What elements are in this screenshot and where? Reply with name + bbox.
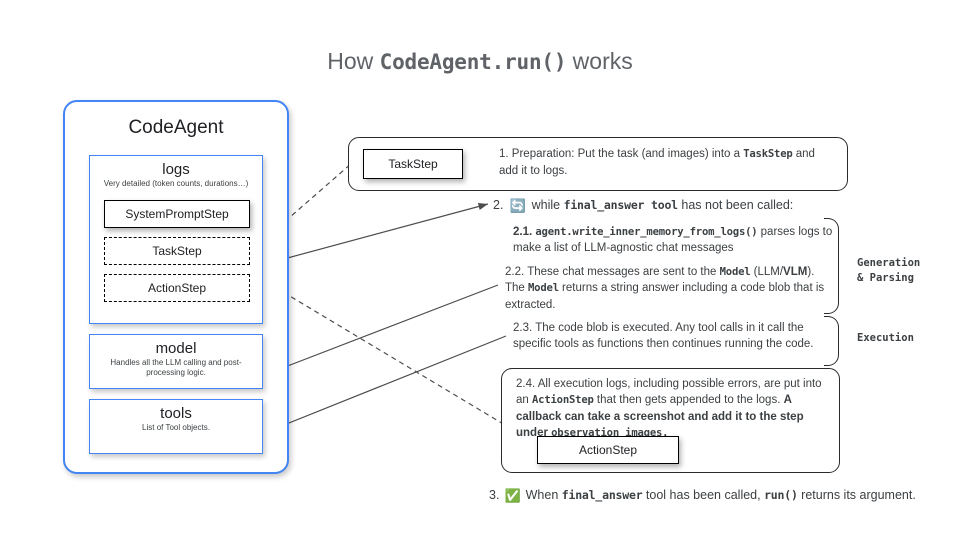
title-code: CodeAgent.run() (379, 50, 567, 74)
substep-2-4-number: 2.4. (516, 378, 536, 390)
label-generation-line1: Generation (857, 257, 921, 269)
model-subtitle: Handles all the LLM calling and post-pro… (110, 358, 242, 378)
substep-2-1-text: parses logs to make a list of LLM-agnost… (513, 226, 833, 255)
step-1-container: TaskStep 1. Preparation: Put the task (a… (348, 137, 848, 191)
step-2-text-part1: while (531, 198, 564, 212)
substep-2-2-text1: These chat messages are sent to the (527, 266, 720, 278)
step-1-number: 1. (499, 148, 509, 160)
taskstep-chip[interactable]: TaskStep (363, 149, 463, 179)
execution-bracket (824, 316, 839, 366)
log-entry-taskstep[interactable]: TaskStep (104, 237, 250, 265)
label-generation-line2: & Parsing (857, 272, 914, 285)
substep-2-4-text2: that then gets appended to the logs. (593, 394, 784, 407)
label-generation-parsing: Generation & Parsing (857, 256, 920, 286)
page-title: How CodeAgent.run() works (0, 48, 960, 75)
substep-2-1: 2.1. agent.write_inner_memory_from_logs(… (513, 224, 833, 257)
tools-box: tools List of Tool objects. (89, 399, 263, 454)
substep-2-2: 2.2. These chat messages are sent to the… (505, 264, 835, 313)
step-2-number: 2. (493, 198, 504, 212)
step-3-code-run: run() (764, 488, 798, 502)
step-3-code-final-answer: final_answer (561, 488, 643, 502)
step-3-number: 3. (489, 488, 500, 502)
step-1-text-part1: Preparation: Put the task (and images) i… (511, 148, 744, 160)
logs-title: logs (162, 161, 190, 178)
substep-2-1-code: agent.write_inner_memory_from_logs() (535, 226, 758, 238)
substep-2-4-text1: All execution logs, including possible e… (516, 378, 822, 407)
log-entry-actionstep[interactable]: ActionStep (104, 274, 250, 302)
substep-2-2-text2: (LLM/ (750, 266, 784, 278)
substep-2-2-bold-vlm: VLM (783, 266, 808, 278)
tools-title: tools (160, 405, 192, 422)
substep-2-2-code-model-1: Model (719, 266, 751, 278)
model-box: model Handles all the LLM calling and po… (89, 334, 263, 389)
log-entry-systempromptstep[interactable]: SystemPromptStep (104, 200, 250, 228)
loop-icon: 🔄 (509, 197, 526, 213)
substep-2-4-bold-callback: A callback can take a screenshot and add… (516, 394, 804, 439)
codeagent-panel: CodeAgent logs Very detailed (token coun… (63, 100, 289, 474)
logs-box: logs Very detailed (token counts, durati… (89, 155, 263, 324)
substep-2-4-text: 2.4. All execution logs, including possi… (516, 376, 828, 441)
substep-2-4-code-actionstep: ActionStep (532, 394, 594, 407)
label-execution: Execution (857, 332, 914, 344)
substep-2-2-text4: returns a string answer including a code… (505, 282, 825, 311)
substep-2-2-number: 2.2. (505, 266, 525, 278)
substep-2-3: 2.3. The code blob is executed. Any tool… (513, 320, 838, 353)
check-mark-icon: ✅ (504, 487, 521, 503)
substep-2-3-text: The code blob is executed. Any tool call… (513, 322, 814, 351)
step-3-text3: returns its argument. (797, 488, 916, 502)
substep-2-4-code-observation-images: observation_images. (551, 426, 669, 439)
step-3-text: When final_answer tool has been called, … (526, 488, 916, 502)
step-3-text2: tool has been called, (642, 488, 765, 502)
step-2-text: while final_answer tool has not been cal… (532, 198, 794, 212)
substep-2-2-text3: ). The (505, 266, 815, 295)
step-1-code-taskstep: TaskStep (743, 148, 793, 160)
title-prefix: How (327, 48, 380, 74)
substep-2-3-number: 2.3. (513, 322, 533, 334)
step-1-text: 1. Preparation: Put the task (and images… (499, 146, 835, 179)
step-3-text1: When (525, 488, 562, 502)
substep-2-1-number: 2.1. (513, 226, 533, 238)
model-title: model (155, 340, 197, 357)
substep-2-4-container: 2.4. All execution logs, including possi… (501, 368, 840, 473)
substep-2-2-code-model-2: Model (528, 282, 559, 295)
step-2-text-part2: has not been called: (677, 198, 794, 212)
actionstep-chip[interactable]: ActionStep (537, 436, 679, 464)
tools-subtitle: List of Tool objects. (142, 423, 210, 433)
logs-subtitle: Very detailed (token counts, durations…) (103, 179, 249, 189)
step-3-line: 3. ✅ When final_answer tool has been cal… (489, 488, 916, 502)
title-suffix: works (566, 48, 633, 74)
step-2-header: 2. 🔄 while final_answer tool has not bee… (493, 198, 793, 212)
step-2-code-final-answer-tool: final_answer tool (563, 198, 679, 212)
step-1-text-part2: and add it to logs. (499, 148, 815, 177)
generation-parsing-bracket (824, 218, 839, 314)
codeagent-panel-title: CodeAgent (128, 117, 224, 138)
